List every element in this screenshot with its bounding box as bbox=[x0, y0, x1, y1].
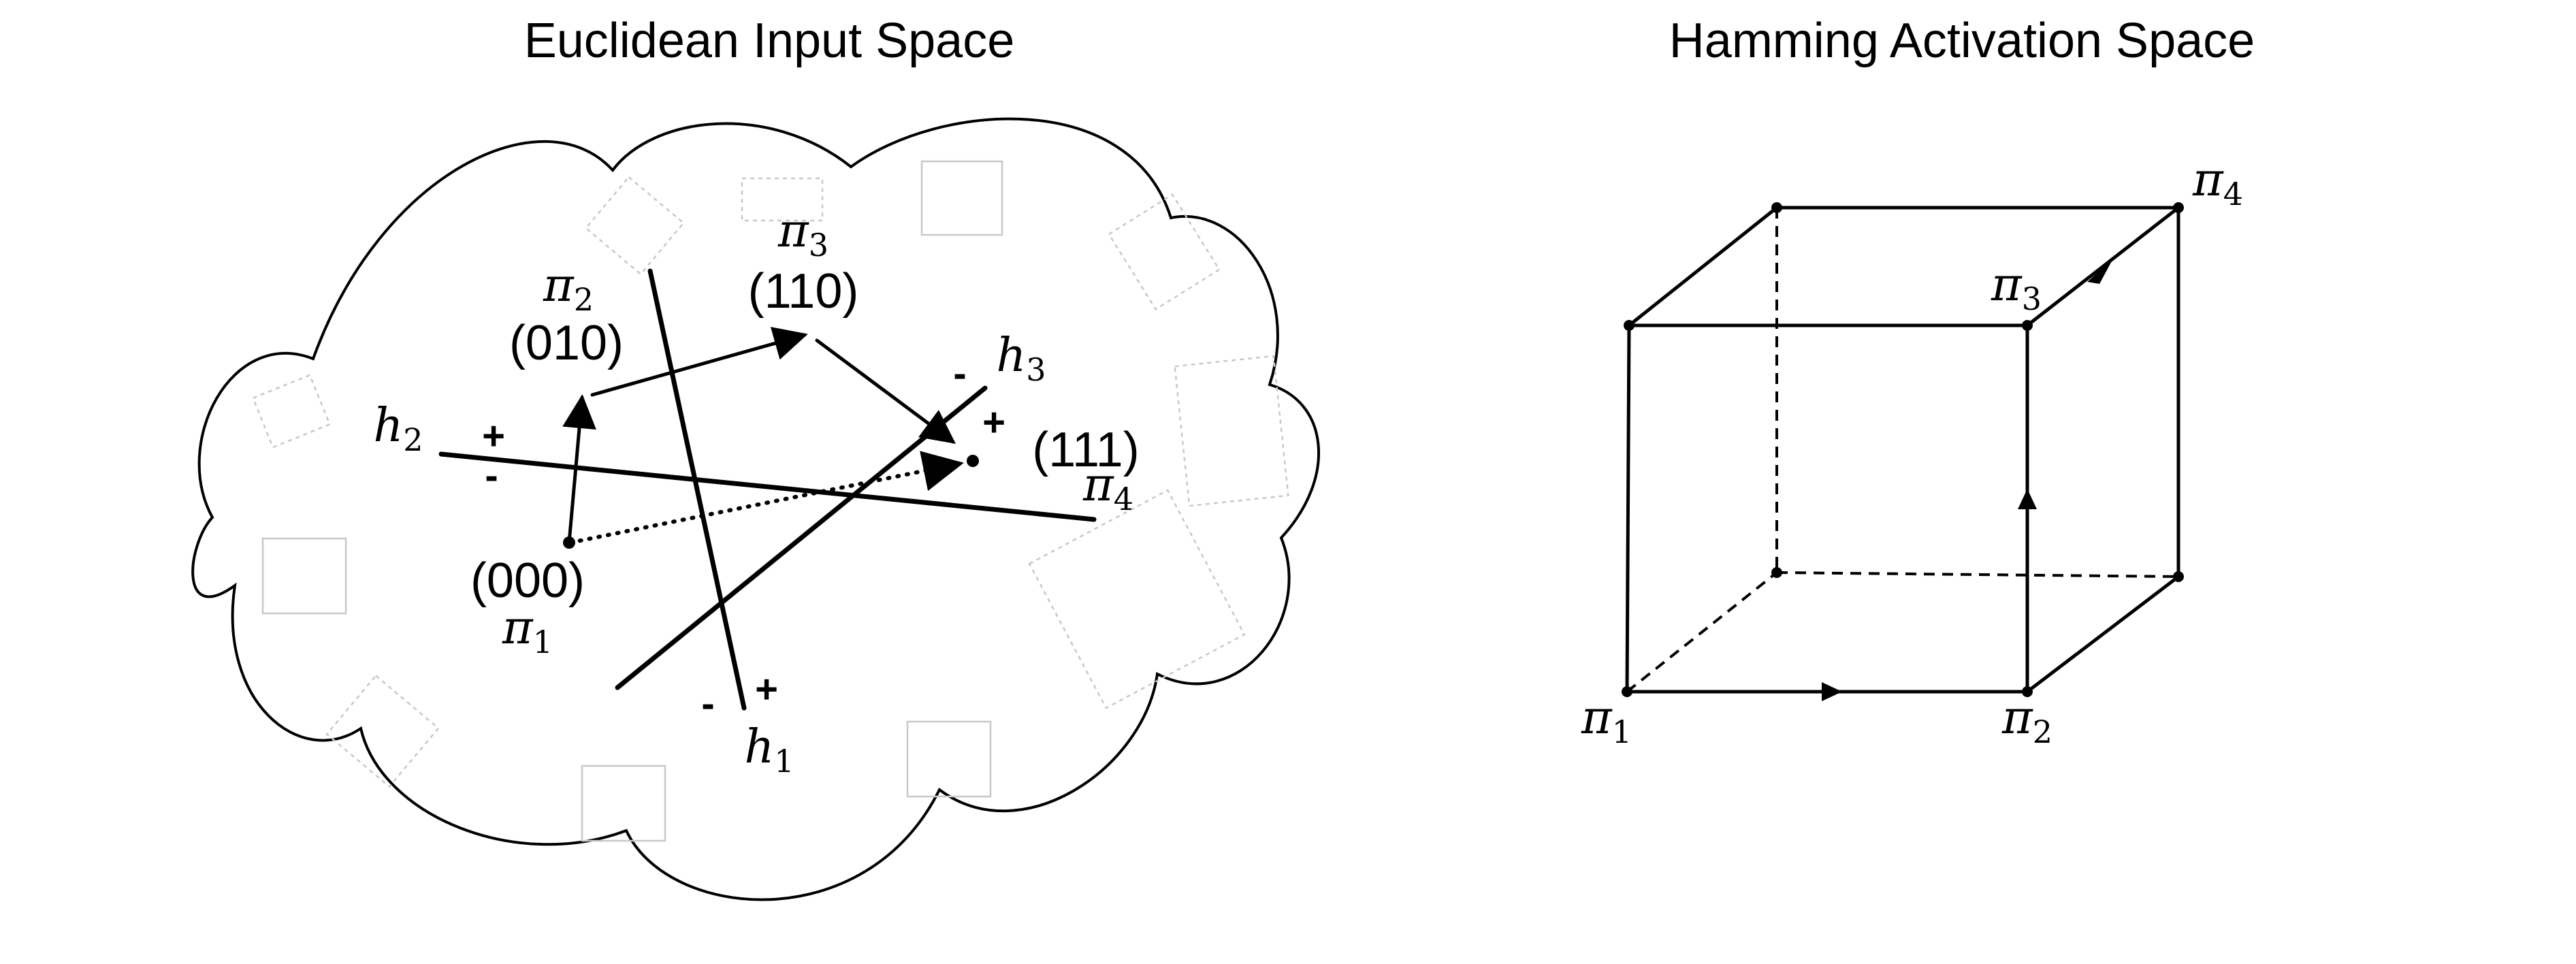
hyperplane-h1-line bbox=[647, 268, 747, 711]
h2-plus-sign: + bbox=[482, 414, 505, 458]
cube-label-pi4: π4 bbox=[2192, 153, 2243, 212]
region-label-pi4: π4 bbox=[1082, 458, 1133, 517]
region-point-pi1 bbox=[563, 536, 575, 549]
cube-vertex-pi4 bbox=[2173, 202, 2184, 213]
cloud-outline bbox=[191, 117, 1321, 901]
h3-minus-sign: - bbox=[953, 351, 966, 396]
cube-label-pi1: π1 bbox=[1581, 691, 1632, 750]
cube-vertex-pi3 bbox=[2022, 320, 2033, 331]
region-label-pi3: π3 bbox=[777, 204, 828, 263]
cube-vertex-pi1 bbox=[1622, 686, 1632, 697]
hyperplane-h2-line bbox=[438, 451, 1097, 522]
region-code-pi1: (000) bbox=[470, 553, 585, 608]
cube-vertex bbox=[1624, 320, 1635, 331]
region-point-pi4 bbox=[967, 455, 979, 467]
activation-space-title: Hamming Activation Space bbox=[1669, 14, 2255, 68]
region-code-pi2: (010) bbox=[509, 316, 624, 370]
h1-minus-sign: - bbox=[701, 681, 714, 726]
activation-space-panel: π1 π2 π3 π4 bbox=[1581, 153, 2243, 750]
region-code-pi3: (110) bbox=[748, 264, 859, 319]
arrow-pi3-to-pi4-cube bbox=[2087, 259, 2113, 284]
cube-edge-front-left bbox=[1625, 323, 1631, 694]
h1-plus-sign: + bbox=[755, 667, 778, 711]
input-space-panel: (000) π1 π2 (010) π3 (110) (111) π4 h1 h… bbox=[191, 117, 1321, 901]
arrow-pi2-to-pi3-cube bbox=[2018, 489, 2037, 509]
cube-edge-top-right bbox=[2025, 206, 2180, 327]
cube-vertex bbox=[1771, 202, 1782, 213]
arrow-pi1-to-pi2 bbox=[562, 394, 596, 545]
input-space-title: Euclidean Input Space bbox=[524, 14, 1015, 68]
arrow-pi2-to-pi3 bbox=[590, 327, 808, 397]
cube-label-pi2: π2 bbox=[2001, 691, 2052, 750]
cube-hidden-edge-horizontal bbox=[1776, 571, 2179, 578]
dotted-arrow-pi1-to-pi4 bbox=[568, 451, 964, 545]
cube-edge-bottom-right bbox=[2025, 575, 2180, 694]
hyperplane-label-h3: h3 bbox=[996, 329, 1046, 388]
cube-edge-top-left bbox=[1627, 206, 1779, 327]
arrow-pi1-to-pi2-cube bbox=[1822, 682, 1842, 701]
arrow-pi3-to-pi4 bbox=[815, 338, 956, 444]
cube-vertex bbox=[2173, 571, 2184, 582]
hyperplane-label-h2: h2 bbox=[373, 399, 423, 458]
region-label-pi2: π2 bbox=[543, 259, 594, 318]
hyperplane-label-h1: h1 bbox=[744, 720, 794, 780]
background-patches bbox=[252, 160, 1289, 842]
region-code-pi4: (111) bbox=[1032, 423, 1139, 477]
h3-plus-sign: + bbox=[982, 400, 1005, 445]
cube-vertex bbox=[1771, 567, 1782, 578]
region-label-pi1: π1 bbox=[502, 601, 553, 660]
cube-label-pi3: π3 bbox=[1991, 258, 2042, 317]
cube-hidden-edge-diagonal bbox=[1626, 571, 1778, 693]
h2-minus-sign: - bbox=[485, 453, 498, 498]
cube-vertex-pi2 bbox=[2022, 686, 2033, 697]
